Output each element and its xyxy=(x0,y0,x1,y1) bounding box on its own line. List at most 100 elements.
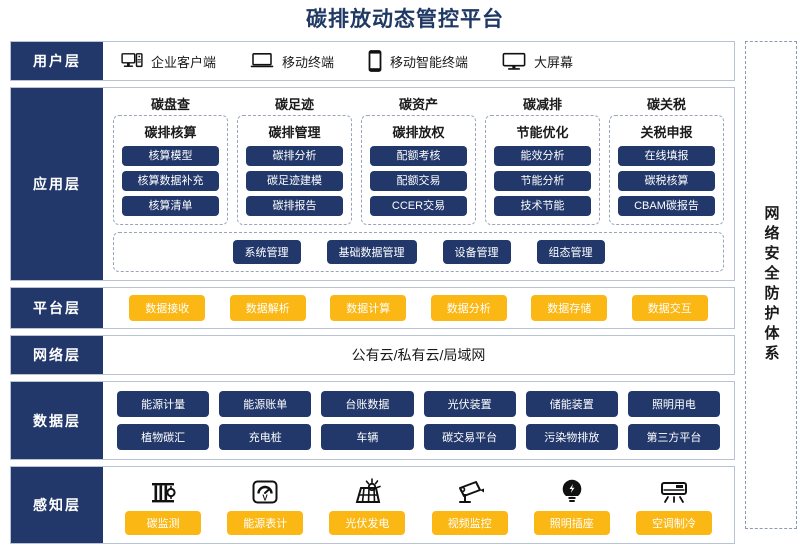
app-group-title: 碳关税 xyxy=(646,97,686,112)
data-chip[interactable]: 照明用电 xyxy=(627,391,721,418)
platform-chip-data-parse[interactable]: 数据解析 xyxy=(229,295,306,322)
app-chip[interactable]: 核算清单 xyxy=(122,196,219,217)
app-chip[interactable]: CBAM碳报告 xyxy=(618,196,715,217)
management-chip-configuration[interactable]: 组态管理 xyxy=(536,240,605,265)
app-chip[interactable]: 在线填报 xyxy=(618,146,715,167)
user-item-enterprise-client[interactable]: 企业客户端 xyxy=(121,52,216,71)
layer-user-body: 企业客户端 移动终端 xyxy=(103,42,734,80)
app-chip[interactable]: 节能分析 xyxy=(494,171,591,192)
layer-data: 数据层 能源计量 能源账单 台账数据 光伏装置 储能装置 照明用电 植物碳汇 充… xyxy=(10,381,735,461)
monitor-icon xyxy=(502,52,526,71)
app-chip[interactable]: 碳排分析 xyxy=(246,146,343,167)
app-group-carbon-tariff: 碳关税 关税申报 在线填报 碳税核算 CBAM碳报告 xyxy=(609,94,724,226)
security-band-label: 网络安全防护体系 xyxy=(762,205,780,365)
energy-meter-icon: V xyxy=(250,473,280,511)
app-group-box: 碳排管理 碳排分析 碳足迹建模 碳排报告 xyxy=(237,115,352,226)
layer-user-label: 用户层 xyxy=(11,42,103,80)
data-chip[interactable]: 充电桩 xyxy=(219,424,312,451)
app-group-carbon-footprint: 碳足迹 碳排管理 碳排分析 碳足迹建模 碳排报告 xyxy=(237,94,352,226)
air-conditioner-icon xyxy=(658,473,690,511)
sense-item-label: 能源表计 xyxy=(227,511,304,536)
layer-sense-label: 感知层 xyxy=(11,467,103,544)
app-chip[interactable]: CCER交易 xyxy=(370,196,467,217)
layer-data-label: 数据层 xyxy=(11,382,103,460)
sense-item-label: 照明插座 xyxy=(533,511,610,536)
sense-item-carbon-monitor[interactable]: 碳监测 xyxy=(117,473,209,536)
layer-network-label: 网络层 xyxy=(11,336,103,375)
data-chip[interactable]: 车辆 xyxy=(321,424,414,451)
data-chip[interactable]: 污染物排放 xyxy=(525,424,618,451)
app-chip[interactable]: 碳排报告 xyxy=(246,196,343,217)
laptop-icon xyxy=(250,52,274,70)
layer-platform-label: 平台层 xyxy=(11,288,103,329)
platform-chip-data-compute[interactable]: 数据计算 xyxy=(330,295,407,322)
app-group-box: 碳排放权 配额考核 配额交易 CCER交易 xyxy=(361,115,476,226)
sense-item-label: 碳监测 xyxy=(125,511,202,536)
app-group-subtitle: 碳排管理 xyxy=(268,125,321,140)
smartphone-icon xyxy=(368,50,382,72)
app-chip[interactable]: 配额交易 xyxy=(370,171,467,192)
app-group-title: 碳资产 xyxy=(398,97,438,112)
app-group-carbon-reduction: 碳减排 节能优化 能效分析 节能分析 技术节能 xyxy=(485,94,600,226)
user-item-smart-mobile-terminal[interactable]: 移动智能终端 xyxy=(368,50,468,72)
data-chip[interactable]: 植物碳汇 xyxy=(117,424,210,451)
app-group-title: 碳足迹 xyxy=(274,97,314,112)
layer-platform-body: 数据接收 数据解析 数据计算 数据分析 数据存储 数据交互 xyxy=(103,288,734,329)
solar-panel-icon xyxy=(351,473,383,511)
network-content: 公有云/私有云/局域网 xyxy=(351,347,486,364)
app-group-title: 碳盘查 xyxy=(150,97,190,112)
sense-item-solar-power[interactable]: 光伏发电 xyxy=(321,473,413,536)
user-item-label: 移动智能终端 xyxy=(390,54,469,70)
data-chip[interactable]: 光伏装置 xyxy=(423,391,516,418)
platform-chip-data-storage[interactable]: 数据存储 xyxy=(531,295,608,322)
light-bulb-icon xyxy=(558,473,586,511)
carbon-monitor-icon xyxy=(148,473,178,511)
app-chip[interactable]: 碳足迹建模 xyxy=(246,171,343,192)
user-item-mobile-terminal[interactable]: 移动终端 xyxy=(250,52,334,71)
sense-item-energy-meter[interactable]: V 能源表计 xyxy=(219,473,311,536)
layer-user: 用户层 xyxy=(10,41,735,81)
platform-chip-data-receive[interactable]: 数据接收 xyxy=(129,295,206,322)
platform-chip-data-analysis[interactable]: 数据分析 xyxy=(430,295,507,322)
app-chip[interactable]: 核算数据补充 xyxy=(122,171,219,192)
app-group-subtitle: 碳排放权 xyxy=(392,125,445,140)
app-chip[interactable]: 配额考核 xyxy=(370,146,467,167)
user-item-label: 企业客户端 xyxy=(151,54,217,70)
data-chip[interactable]: 储能装置 xyxy=(525,391,618,418)
app-group-box: 碳排核算 核算模型 核算数据补充 核算清单 xyxy=(113,115,228,226)
desktop-tower-icon xyxy=(121,52,143,70)
user-item-large-screen[interactable]: 大屏幕 xyxy=(502,52,573,71)
platform-chip-data-exchange[interactable]: 数据交互 xyxy=(631,295,708,322)
user-item-label: 移动终端 xyxy=(282,54,335,70)
data-chip[interactable]: 能源计量 xyxy=(117,391,210,418)
app-group-carbon-inventory: 碳盘查 碳排核算 核算模型 核算数据补充 核算清单 xyxy=(113,94,228,226)
application-group-row: 碳盘查 碳排核算 核算模型 核算数据补充 核算清单 碳足迹 碳排管理 碳排分析 xyxy=(113,94,724,226)
app-group-title: 碳减排 xyxy=(522,97,562,112)
app-chip[interactable]: 核算模型 xyxy=(122,146,219,167)
app-group-subtitle: 碳排核算 xyxy=(144,125,197,140)
app-chip[interactable]: 碳税核算 xyxy=(618,171,715,192)
app-chip[interactable]: 技术节能 xyxy=(494,196,591,217)
svg-text:V: V xyxy=(263,494,269,503)
layer-application: 应用层 碳盘查 碳排核算 核算模型 核算数据补充 核算清单 碳足迹 xyxy=(10,87,735,282)
data-chip[interactable]: 第三方平台 xyxy=(627,424,721,451)
layer-stack: 用户层 xyxy=(10,41,735,550)
app-group-carbon-asset: 碳资产 碳排放权 配额考核 配额交易 CCER交易 xyxy=(361,94,476,226)
management-chip-device[interactable]: 设备管理 xyxy=(442,240,511,265)
sense-item-label: 光伏发电 xyxy=(329,511,406,536)
layer-network-body: 公有云/私有云/局域网 xyxy=(103,336,734,375)
page-title: 碳排放动态管控平台 xyxy=(306,8,504,31)
sense-item-video-surveillance[interactable]: 视频监控 xyxy=(424,473,516,536)
layer-platform: 平台层 数据接收 数据解析 数据计算 数据分析 数据存储 数据交互 xyxy=(10,287,735,330)
data-chip[interactable]: 碳交易平台 xyxy=(423,424,516,451)
management-chip-basic-data[interactable]: 基础数据管理 xyxy=(326,240,417,265)
management-chip-system[interactable]: 系统管理 xyxy=(232,240,301,265)
app-chip[interactable]: 能效分析 xyxy=(494,146,591,167)
cctv-camera-icon xyxy=(454,473,486,511)
application-management-box: 系统管理 基础数据管理 设备管理 组态管理 xyxy=(113,232,724,273)
sense-item-lighting-socket[interactable]: 照明插座 xyxy=(526,473,618,536)
sense-item-air-conditioning[interactable]: 空调制冷 xyxy=(628,473,720,536)
data-chip[interactable]: 台账数据 xyxy=(321,391,414,418)
data-chip[interactable]: 能源账单 xyxy=(219,391,312,418)
app-group-subtitle: 关税申报 xyxy=(640,125,693,140)
